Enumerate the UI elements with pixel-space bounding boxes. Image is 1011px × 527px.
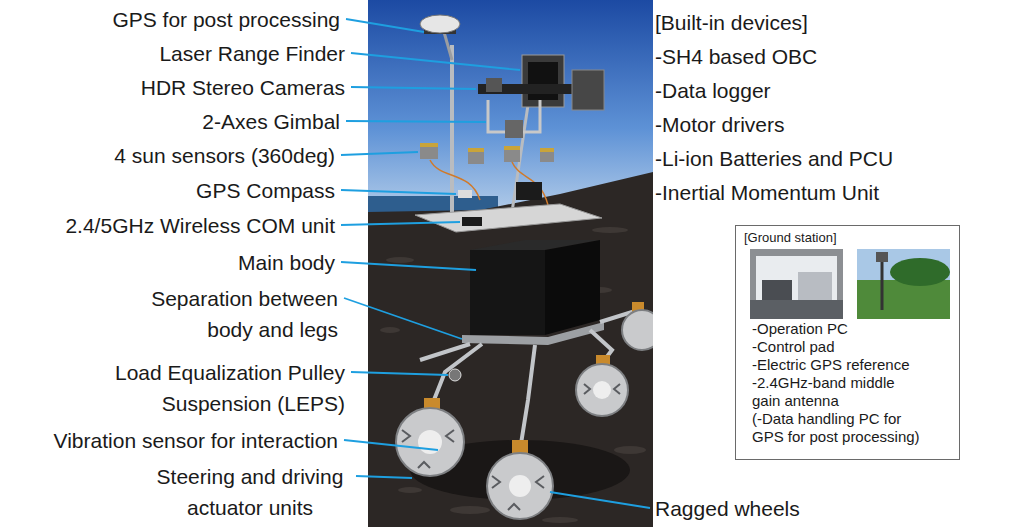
callout-label: Steering and driving actuator units xyxy=(150,461,350,523)
ground-texture xyxy=(614,446,646,454)
ground-station-photo xyxy=(857,280,950,319)
antenna-pole xyxy=(444,32,452,60)
list-item: -Motor drivers xyxy=(655,109,785,140)
callout-label: 4 sun sensors (360deg) xyxy=(114,140,335,171)
ground-station-photo xyxy=(876,252,888,262)
leader-line xyxy=(341,222,460,225)
wireless-unit xyxy=(516,182,542,200)
callout-label: HDR Stereo Cameras xyxy=(141,72,345,103)
gimbal xyxy=(505,120,523,138)
ragged-wheel xyxy=(418,430,442,454)
callout-label: 2-Axes Gimbal xyxy=(202,106,340,137)
suspension-leg xyxy=(420,344,470,360)
stereo-camera xyxy=(486,78,502,92)
ragged-wheel xyxy=(509,475,531,497)
main-body xyxy=(545,240,600,335)
leader-line xyxy=(356,476,412,478)
ground-station-photo xyxy=(750,249,950,319)
deck-plate xyxy=(415,204,602,232)
callout-label: Ragged wheels xyxy=(655,493,800,524)
wireless-unit xyxy=(462,217,482,226)
volcanic-ground xyxy=(368,172,653,527)
list-item: -Data logger xyxy=(655,75,771,106)
leader-line xyxy=(550,492,650,508)
ragged-wheel xyxy=(396,310,653,519)
info-box: [Ground station] -Operation PC-Control pa… xyxy=(735,225,960,460)
leader-line xyxy=(341,190,456,194)
ground-station-photo xyxy=(750,249,843,319)
leader-line xyxy=(344,298,462,339)
leader-line xyxy=(351,53,520,70)
wheel-tread xyxy=(402,384,620,510)
ground-station-photo xyxy=(881,254,884,310)
list-item: -Electric GPS reference xyxy=(744,356,922,374)
separation-plate xyxy=(462,322,604,345)
sun-sensor xyxy=(504,148,520,162)
list-item: (-Data handling PC for GPS for post proc… xyxy=(744,410,922,446)
sun-sensor xyxy=(420,143,438,147)
ground-station-photo xyxy=(857,249,950,319)
leader-line xyxy=(344,440,438,450)
laser-range-finder xyxy=(528,62,558,100)
mast xyxy=(450,45,454,218)
ground-texture xyxy=(380,327,400,333)
list-item: -Li-ion Batteries and PCU xyxy=(655,143,893,174)
list-item: -2.4GHz-band middle gain antenna xyxy=(744,374,922,410)
callout-label: Laser Range Finder xyxy=(159,38,345,69)
sun-sensor xyxy=(468,150,484,164)
ragged-wheel xyxy=(593,381,611,399)
callout-label: GPS for post processing xyxy=(112,4,340,35)
list-item: -Inertial Momentum Unit xyxy=(655,177,879,208)
ground-station-photo xyxy=(798,272,832,300)
ragged-wheel xyxy=(622,310,653,350)
gps-antenna xyxy=(420,15,460,33)
leader-line xyxy=(346,121,486,122)
ground-station-photo xyxy=(762,280,792,300)
ground-texture xyxy=(386,257,414,263)
laser-range-finder xyxy=(522,55,564,107)
list-heading: [Built-in devices] xyxy=(655,7,808,38)
ground-station-photo xyxy=(756,256,837,300)
ground-texture xyxy=(542,517,578,523)
wheel-tread xyxy=(402,384,620,510)
leader-line xyxy=(346,19,424,32)
box-heading: [Ground station] xyxy=(744,230,951,246)
wiring xyxy=(430,160,548,205)
callout-label: GPS Compass xyxy=(196,175,335,206)
callout-label: Load Equalization Pulley Suspension (LEP… xyxy=(105,357,345,419)
list-item: -SH4 based OBC xyxy=(655,41,817,72)
list-item: -Control pad xyxy=(744,338,922,356)
gps-compass xyxy=(458,190,472,198)
sun-sensor xyxy=(420,145,438,159)
ground-texture xyxy=(450,506,490,514)
sun-sensor xyxy=(504,146,520,150)
callout-label: Vibration sensor for interaction xyxy=(54,425,338,456)
callout-label: Separation between body and legs xyxy=(133,283,338,345)
suspension-leg xyxy=(520,345,535,450)
leader-line xyxy=(341,152,418,155)
main-body xyxy=(470,250,545,335)
sun-sensor xyxy=(420,143,554,164)
ragged-wheel xyxy=(576,364,628,416)
leader-line xyxy=(351,87,476,89)
leader-line xyxy=(341,262,476,270)
leader-line xyxy=(351,372,448,375)
list-item: -Operation PC xyxy=(744,320,922,338)
actuator-unit xyxy=(512,440,528,454)
ground-texture xyxy=(592,227,628,233)
ground-texture xyxy=(398,487,422,493)
callout-label: Main body xyxy=(238,247,335,278)
sun-sensor xyxy=(468,148,484,152)
callout-label: 2.4/5GHz Wireless COM unit xyxy=(65,210,335,241)
ground-station-photo xyxy=(750,300,843,319)
pulley xyxy=(449,369,461,381)
leader-line xyxy=(341,19,650,508)
sun-sensor xyxy=(540,148,554,152)
ground-station-photo xyxy=(890,258,950,286)
stereo-camera xyxy=(572,70,604,110)
